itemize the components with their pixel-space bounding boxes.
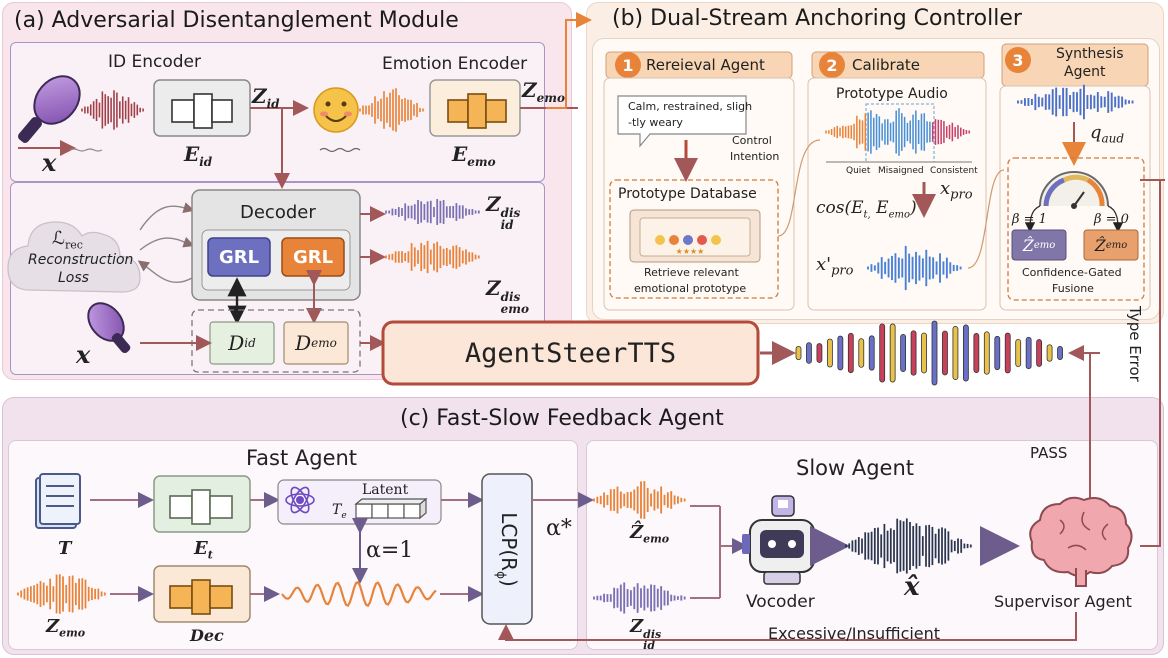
e-emo-label: Eemo bbox=[452, 142, 496, 169]
slow-agent-label: Slow Agent bbox=[796, 456, 915, 480]
beta-0-label: β = 0 bbox=[1094, 212, 1129, 227]
misaligned-label: Misaigned bbox=[878, 166, 924, 176]
prototype-database-label: Prototype Database bbox=[618, 186, 757, 202]
z-emo-label: Zemo bbox=[522, 78, 565, 105]
zhat-emo-label: Ẑemo bbox=[630, 522, 670, 546]
excessive-insufficient-label: Excessive/Insufficient bbox=[768, 624, 941, 643]
cos-similarity-label: cos(Et, Eemo) bbox=[816, 198, 917, 221]
e-id-label: Eid bbox=[184, 142, 213, 169]
step2-label: Calibrate bbox=[852, 56, 920, 74]
panel-b-title: (b) Dual-Stream Anchoring Controller bbox=[612, 6, 1022, 31]
step3-label-line1: Synthesis bbox=[1056, 46, 1124, 62]
waveform-output bbox=[795, 320, 1063, 386]
document-icon bbox=[35, 473, 81, 529]
pass-label: PASS bbox=[1030, 444, 1068, 462]
z-id-label: Zid bbox=[252, 84, 280, 111]
agentsteertts-label: AgentSteerTTS bbox=[464, 337, 677, 369]
lcp-block-label: LCP(Rϕ) bbox=[493, 511, 521, 587]
waveform-x-hat bbox=[845, 518, 972, 574]
waveform-z-emo-fast bbox=[17, 574, 106, 614]
control-label: Control bbox=[732, 134, 772, 147]
dec-label: Dec bbox=[190, 626, 224, 645]
supervisor-agent-label: Supervisor Agent bbox=[994, 592, 1132, 611]
waveform-z-emo-dis bbox=[385, 240, 480, 274]
step1-label: Rereieval Agent bbox=[646, 56, 765, 74]
waveform-id-input bbox=[81, 90, 144, 130]
reconstruction-loss-line1: Reconstruction bbox=[28, 252, 134, 268]
step2-number: 2 bbox=[826, 55, 838, 75]
vocoder-label: Vocoder bbox=[746, 592, 815, 612]
step1-number: 1 bbox=[622, 55, 634, 75]
smiley-icon bbox=[313, 87, 359, 133]
x-hat-label: x̂ bbox=[904, 572, 920, 602]
waveform-q-aud bbox=[1017, 84, 1134, 120]
atom-icon bbox=[285, 486, 315, 514]
waveform-z-id-dis-slow bbox=[593, 582, 686, 614]
waveform-zhat-emo bbox=[593, 481, 686, 519]
retrieve-line2: emotional prototype bbox=[634, 282, 747, 295]
type-error-label: Type Error bbox=[1126, 306, 1144, 382]
waveform-z-id-dis bbox=[385, 199, 480, 225]
alpha-one-label: α=1 bbox=[366, 538, 414, 563]
fusion-line1: Confidence-Gated bbox=[1022, 266, 1122, 279]
x-pro-prime-label: x'pro bbox=[816, 254, 854, 279]
brain-icon bbox=[1029, 496, 1133, 587]
intention-text-line1: Calm, restrained, sligh bbox=[628, 100, 753, 113]
beta-1-label: β = 1 bbox=[1012, 212, 1047, 227]
waveform-x-pro-prime bbox=[867, 245, 962, 291]
retrieve-line1: Retrieve relevant bbox=[644, 266, 739, 279]
waveform-emo-input bbox=[359, 88, 424, 132]
e-t-label: Et bbox=[194, 538, 213, 562]
intention-label: Intention bbox=[730, 150, 780, 163]
alpha-star-label: α* bbox=[546, 516, 572, 541]
t-label: T bbox=[58, 538, 72, 559]
reconstruction-loss-line2: Loss bbox=[58, 270, 89, 286]
decoder-label: Decoder bbox=[240, 202, 316, 223]
id-encoder-label: ID Encoder bbox=[108, 52, 202, 72]
microphone-icon bbox=[18, 75, 81, 143]
reconstruction-loss-symbol: ℒrec bbox=[52, 228, 83, 252]
panel-c-title: (c) Fast-Slow Feedback Agent bbox=[400, 406, 724, 431]
emotion-encoder-label: Emotion Encoder bbox=[382, 54, 528, 74]
z-emo-input-label: Zemo bbox=[46, 616, 86, 640]
quiet-label: Quiet bbox=[846, 166, 871, 176]
fusion-line2: Fusione bbox=[1052, 282, 1094, 295]
intention-text-line2: -tly weary bbox=[628, 116, 683, 129]
consistent-label: Consistent bbox=[930, 166, 978, 176]
fast-agent-label: Fast Agent bbox=[246, 446, 358, 470]
q-aud-label: qaud bbox=[1090, 122, 1125, 146]
step3-number: 3 bbox=[1012, 50, 1024, 70]
x-input-label-top: x bbox=[42, 148, 57, 177]
prototype-audio-label: Prototype Audio bbox=[836, 86, 948, 102]
svg-text:★★★★: ★★★★ bbox=[676, 247, 705, 256]
grl-id-block: GRL bbox=[218, 246, 260, 268]
gauge-icon bbox=[1039, 171, 1109, 209]
x-pro-label: xpro bbox=[940, 178, 973, 203]
grl-emo-block: GRL bbox=[292, 246, 334, 268]
encoder-icon bbox=[171, 93, 233, 129]
step3-label-line2: Agent bbox=[1064, 64, 1106, 80]
t-e-label: Te bbox=[332, 502, 347, 521]
waveform-prototype-audio bbox=[825, 108, 970, 156]
x-input-label-bottom: x bbox=[76, 340, 91, 369]
latent-label: Latent bbox=[362, 482, 409, 498]
panel-a-title: (a) Adversarial Disentanglement Module bbox=[14, 8, 459, 33]
